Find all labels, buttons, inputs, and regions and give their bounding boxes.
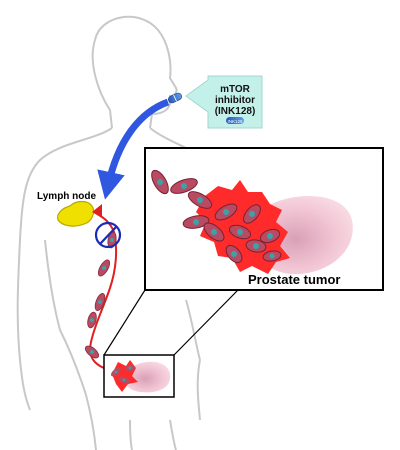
pill-icon: [168, 92, 182, 104]
drug-name-line1: mTOR: [220, 84, 251, 95]
prostate-tumor-label: Prostate tumor: [248, 272, 340, 287]
human-body-outline: [16, 15, 201, 450]
zoom-lines: [103, 289, 239, 356]
circulating-tumor-cells: [84, 231, 117, 359]
drug-name-line2: inhibitor: [215, 95, 255, 106]
drug-name-line3: (INK128): [215, 106, 256, 117]
curved-arrow-icon: [97, 98, 170, 200]
lymph-node-label: Lymph node: [37, 191, 97, 202]
drug-callout: mTOR inhibitor (INK128) INK128: [185, 75, 263, 129]
lymph-node: [57, 200, 95, 227]
pill-label: INK128: [227, 119, 243, 124]
zoom-box: Prostate tumor: [144, 147, 384, 291]
invading-cancer-cells: [151, 169, 282, 264]
invasion-flag-icon: [92, 204, 102, 218]
blocked-circle-icon: [94, 221, 122, 249]
small-tumor-box: [103, 354, 175, 398]
